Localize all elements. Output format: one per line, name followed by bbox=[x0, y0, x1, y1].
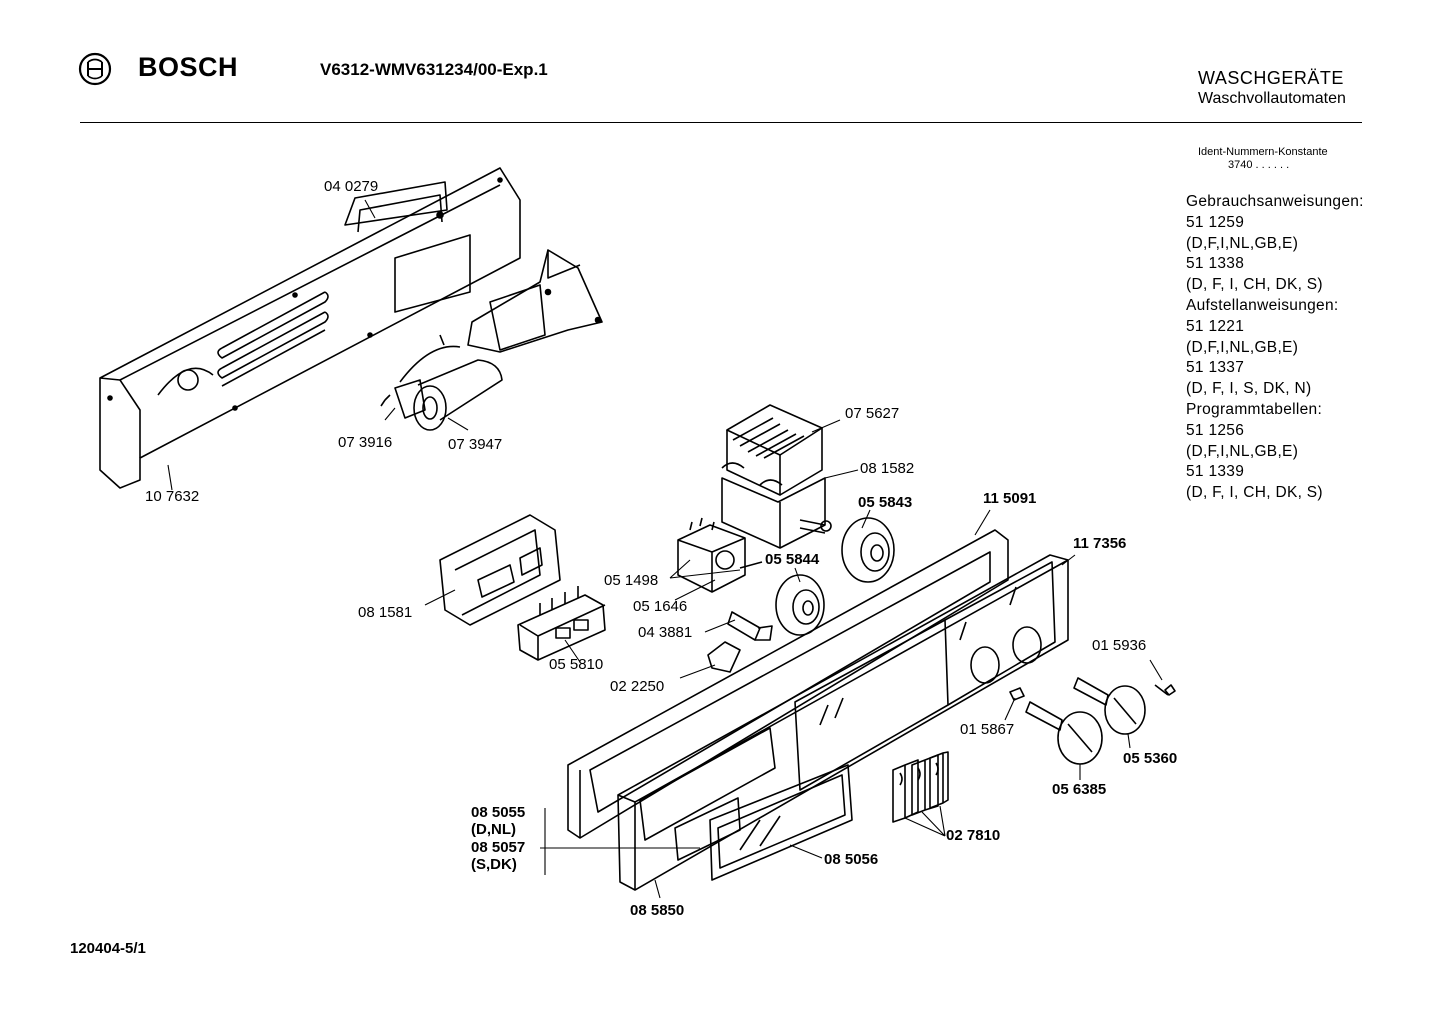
mounting-bracket bbox=[467, 249, 603, 353]
front-control-panel bbox=[617, 554, 1069, 891]
part-label: 02 7810 bbox=[946, 827, 1001, 844]
indicator-lamp bbox=[727, 611, 773, 641]
bosch-armature-icon bbox=[78, 52, 112, 86]
selector-knob-right bbox=[1073, 677, 1146, 735]
document-line: 51 1256 bbox=[1186, 421, 1245, 439]
document-line: (D, F, I, CH, DK, S) bbox=[1186, 484, 1323, 502]
ident-value: 3740 . . . . . . bbox=[1228, 159, 1290, 171]
screw bbox=[1154, 684, 1176, 696]
part-label: 08 1582 bbox=[860, 460, 915, 477]
part-label: 07 5627 bbox=[845, 405, 900, 422]
document-line: (D,F,I,NL,GB,E) bbox=[1186, 442, 1299, 460]
part-label: 08 5055 bbox=[471, 804, 526, 821]
part-label: 08 5057 bbox=[471, 839, 526, 856]
part-label: 02 2250 bbox=[610, 678, 665, 695]
leader-lines bbox=[167, 199, 1163, 899]
document-line: (D,F,I,NL,GB,E) bbox=[1186, 234, 1299, 252]
part-label: 08 5056 bbox=[824, 851, 879, 868]
document-line: 51 1337 bbox=[1186, 359, 1245, 377]
selector-knob-left bbox=[1025, 701, 1103, 765]
display-window bbox=[709, 764, 853, 881]
part-label: 11 5091 bbox=[983, 490, 1037, 507]
part-label: 10 7632 bbox=[145, 488, 200, 505]
part-label: 07 3916 bbox=[338, 434, 393, 451]
drawing-code: 120404-5/1 bbox=[70, 940, 146, 957]
pushbutton-switch-block bbox=[517, 586, 606, 661]
document-line: (D, F, I, S, DK, N) bbox=[1186, 380, 1312, 398]
part-label: 01 5867 bbox=[960, 721, 1015, 738]
document-line: 51 1259 bbox=[1186, 213, 1245, 231]
part-label: 05 5843 bbox=[858, 494, 913, 511]
document-line: 51 1338 bbox=[1186, 255, 1245, 273]
control-bracket bbox=[439, 514, 561, 626]
part-label: 01 5936 bbox=[1092, 637, 1147, 654]
part-label: 05 5844 bbox=[765, 551, 820, 568]
document-line: (D,F,I,NL,GB,E) bbox=[1186, 338, 1299, 356]
subcategory: Waschvollautomaten bbox=[1198, 90, 1346, 107]
part-variant-label: (D,NL) bbox=[471, 821, 516, 838]
part-label: 07 3947 bbox=[448, 436, 503, 453]
header-divider bbox=[80, 122, 1362, 123]
brand-name: BOSCH bbox=[138, 52, 239, 82]
programme-timer bbox=[721, 404, 832, 549]
control-panel-frame bbox=[567, 529, 1009, 839]
capacitor bbox=[399, 334, 503, 431]
part-label: 05 1646 bbox=[633, 598, 688, 615]
cover-strip bbox=[674, 797, 741, 861]
document-list: Gebrauchsanweisungen: 51 1259 (D,F,I,NL,… bbox=[1186, 192, 1364, 504]
part-variant-label: (S,DK) bbox=[471, 856, 517, 873]
knob-cap-small bbox=[775, 574, 825, 636]
part-label: 04 3881 bbox=[638, 624, 693, 641]
spring-clip bbox=[707, 641, 741, 673]
ident-label: Ident-Nummern-Konstante bbox=[1198, 146, 1328, 158]
document-line: Programmtabellen: bbox=[1186, 400, 1323, 418]
knob-cap-large bbox=[841, 517, 895, 583]
suppressor bbox=[380, 379, 426, 419]
part-label: 04 0279 bbox=[324, 178, 379, 195]
document-line: 51 1221 bbox=[1186, 317, 1245, 335]
part-label: 05 5810 bbox=[549, 656, 604, 673]
part-label: 11 7356 bbox=[1073, 535, 1127, 552]
model-number: V6312-WMV631234/00-Exp.1 bbox=[320, 60, 548, 79]
document-line: Gebrauchsanweisungen: bbox=[1186, 193, 1364, 210]
part-label: 08 5850 bbox=[630, 902, 685, 919]
rear-frame-panel bbox=[99, 167, 521, 489]
part-label: 08 1581 bbox=[358, 604, 413, 621]
document-line: (D, F, I, CH, DK, S) bbox=[1186, 276, 1323, 294]
document-line: Aufstellanweisungen: bbox=[1186, 296, 1339, 314]
part-label: 05 1498 bbox=[604, 572, 659, 589]
rotary-switch bbox=[677, 517, 763, 593]
part-label: 05 5360 bbox=[1123, 750, 1178, 767]
push-buttons bbox=[892, 751, 949, 823]
nut bbox=[1009, 687, 1025, 701]
part-label: 05 6385 bbox=[1052, 781, 1107, 798]
category: WASCHGERÄTE bbox=[1198, 68, 1344, 88]
document-line: 51 1339 bbox=[1186, 463, 1245, 481]
